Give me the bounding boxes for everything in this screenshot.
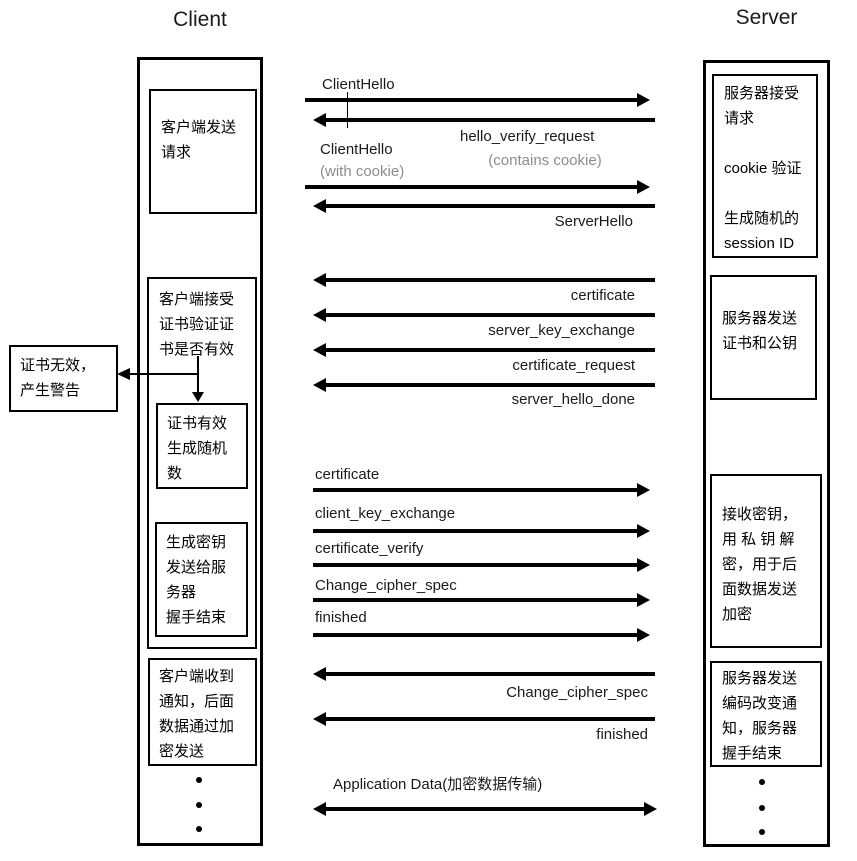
server-column-title: Server	[735, 6, 798, 29]
branch-horizontal-line	[129, 373, 198, 375]
label-client-hello: ClientHello	[322, 76, 395, 93]
branch-arrowhead-down-icon	[192, 392, 204, 402]
arrow-certificate-client	[313, 483, 650, 497]
arrow-client-hello-cookie	[305, 180, 650, 194]
server-box-send-cert: 服务器发送 证书和公钥	[710, 275, 817, 400]
label-server-hello: ServerHello	[554, 213, 633, 230]
arrowhead-left-icon	[313, 113, 326, 127]
server-box-receive-key: 接收密钥， 用 私 钥 解 密，用于后 面数据发送 加密	[710, 474, 822, 648]
label-change-cipher-spec-client: Change_cipher_spec	[315, 577, 457, 594]
arrow-finished-client	[313, 628, 650, 642]
arrowhead-left-icon	[313, 308, 326, 322]
arrow-client-hello	[305, 93, 650, 107]
arrow-certificate-server	[313, 273, 655, 287]
arrow-application-data	[313, 802, 657, 816]
server-box-notify: 服务器发送 编码改变通 知，服务器 握手结束	[710, 661, 822, 767]
client-column-title: Client	[173, 8, 227, 31]
server-box-accept-request: 服务器接受 请求 cookie 验证 生成随机的 session ID	[712, 74, 818, 258]
label-certificate-request: certificate_request	[512, 357, 635, 374]
label-finished-server: finished	[596, 726, 648, 743]
label-application-data: Application Data(加密数据传输)	[333, 776, 543, 793]
arrow-line	[324, 807, 646, 811]
arrow-line	[324, 204, 655, 208]
label-contains-cookie: (contains cookie)	[488, 152, 602, 169]
arrowhead-right-icon	[637, 593, 650, 607]
arrow-server-hello	[313, 199, 655, 213]
server-ellipsis-dot	[759, 805, 765, 811]
arrowhead-right-icon	[637, 180, 650, 194]
label-with-cookie: (with cookie)	[320, 163, 405, 180]
arrow-line	[313, 488, 639, 492]
arrowhead-left-icon	[313, 199, 326, 213]
client-box-verify-cert-text: 客户端接受 证书验证证 书是否有效	[159, 291, 235, 358]
arrow-line	[305, 98, 639, 102]
arrow-line	[324, 278, 655, 282]
arrow-change-cipher-spec-server	[313, 667, 655, 681]
branch-vertical-line	[197, 356, 199, 394]
arrow-line	[313, 598, 639, 602]
label-certificate-verify: certificate_verify	[315, 540, 424, 557]
label-change-cipher-spec-server: Change_cipher_spec	[506, 684, 648, 701]
arrowhead-left-icon	[313, 802, 326, 816]
client-box-send-request: 客户端发送 请求	[149, 89, 257, 214]
arrowhead-right-icon	[644, 802, 657, 816]
arrow-finished-server	[313, 712, 655, 726]
label-certificate-client: certificate	[315, 466, 380, 483]
arrow-server-key-exchange	[313, 308, 655, 322]
arrow-line	[324, 383, 655, 387]
arrow-certificate-verify	[313, 558, 650, 572]
client-box-generate-key: 生成密钥 发送给服 务器 握手结束	[155, 522, 248, 637]
label-client-hello-2: ClientHello	[320, 141, 393, 158]
server-ellipsis-dot	[759, 779, 765, 785]
arrow-line	[324, 348, 655, 352]
arrow-hello-verify-request	[313, 113, 655, 127]
arrowhead-right-icon	[637, 558, 650, 572]
arrowhead-right-icon	[637, 628, 650, 642]
arrow-server-hello-done	[313, 378, 655, 392]
arrow-line	[324, 717, 655, 721]
warning-box-cert-invalid: 证书无效， 产生警告	[9, 345, 118, 412]
arrowhead-right-icon	[637, 93, 650, 107]
arrow-line	[324, 118, 655, 122]
arrow-certificate-request	[313, 343, 655, 357]
arrowhead-left-icon	[313, 273, 326, 287]
label-server-key-exchange: server_key_exchange	[488, 322, 635, 339]
label-client-key-exchange: client_key_exchange	[315, 505, 456, 522]
client-ellipsis-dot	[196, 802, 202, 808]
label-server-hello-done: server_hello_done	[511, 391, 635, 408]
client-ellipsis-dot	[196, 826, 202, 832]
arrowhead-right-icon	[637, 524, 650, 538]
label-finished-client: finished	[315, 609, 367, 626]
arrowhead-right-icon	[637, 483, 650, 497]
arrow-line	[313, 529, 639, 533]
server-ellipsis-dot	[759, 829, 765, 835]
arrow-change-cipher-spec-client	[313, 593, 650, 607]
client-box-cert-valid: 证书有效 生成随机 数	[156, 403, 248, 489]
client-box-received-notice: 客户端收到 通知，后面 数据通过加 密发送	[148, 658, 257, 766]
label-hello-verify-request: hello_verify_request	[460, 128, 595, 145]
arrow-client-key-exchange	[313, 524, 650, 538]
branch-arrowhead-left-icon	[117, 368, 130, 380]
arrow-line	[305, 185, 639, 189]
arrow-line	[324, 672, 655, 676]
arrow-line	[313, 563, 639, 567]
arrowhead-left-icon	[313, 343, 326, 357]
arrow-line	[313, 633, 639, 637]
retransmit-tick-line	[347, 92, 348, 128]
client-ellipsis-dot	[196, 777, 202, 783]
arrow-line	[324, 313, 655, 317]
arrowhead-left-icon	[313, 712, 326, 726]
label-certificate-server: certificate	[570, 287, 635, 304]
arrowhead-left-icon	[313, 378, 326, 392]
arrowhead-left-icon	[313, 667, 326, 681]
